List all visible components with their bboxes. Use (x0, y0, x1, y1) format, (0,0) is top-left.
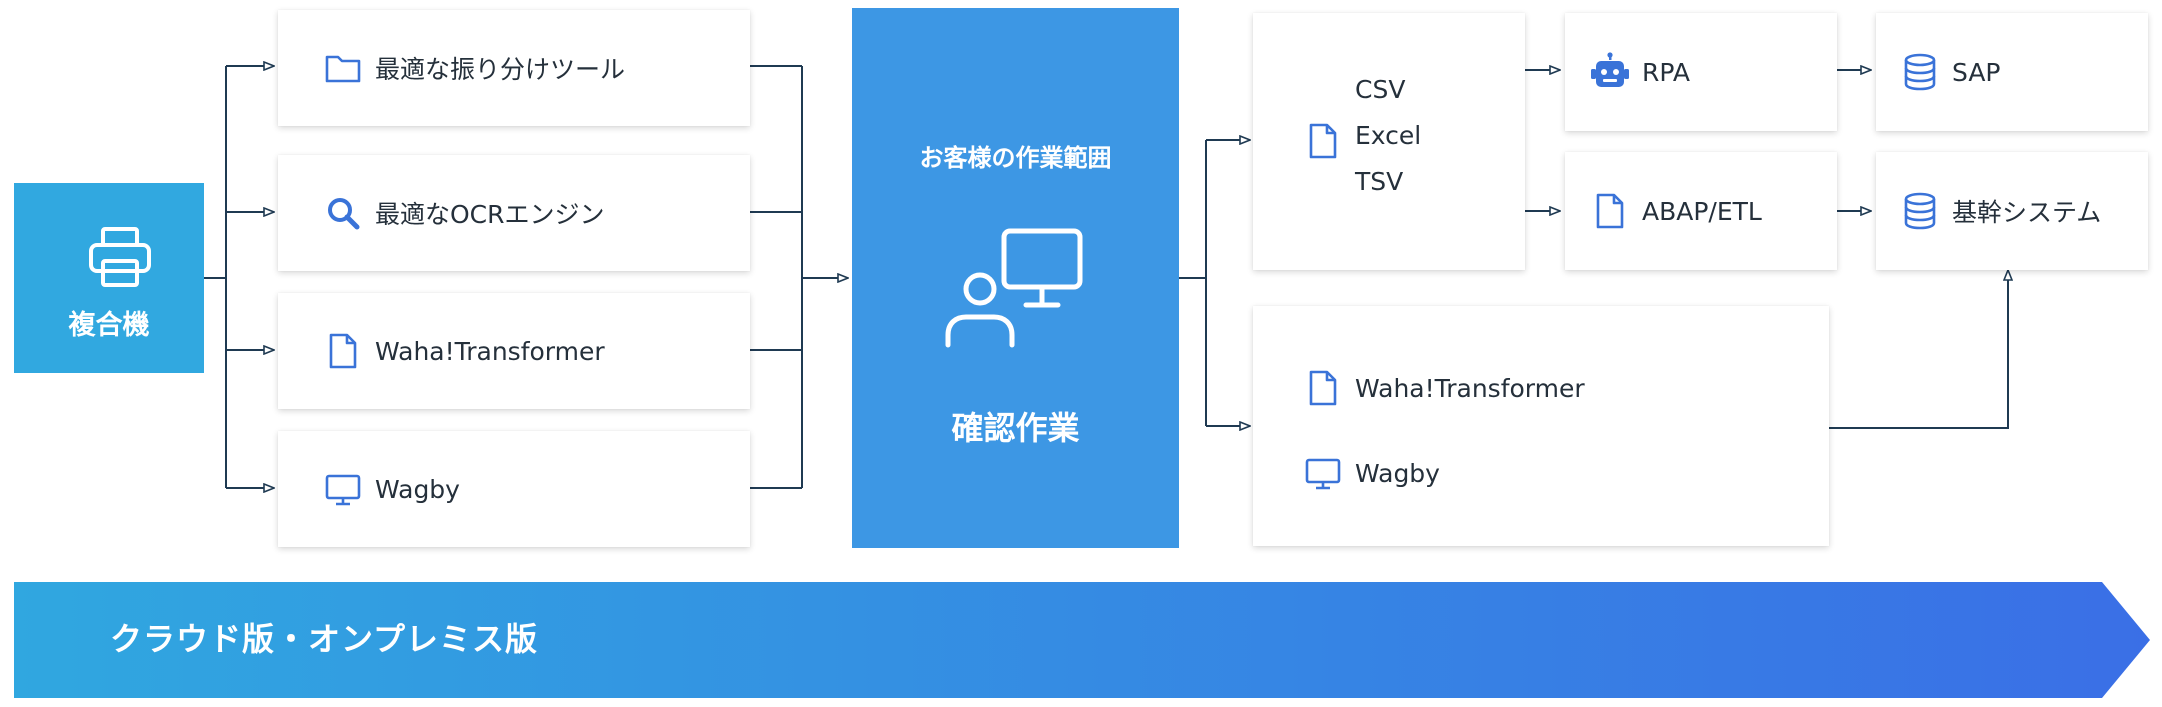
core-system-label: 基幹システム (1952, 198, 2102, 227)
search-icon (323, 193, 363, 233)
output-rpa: RPA (1565, 13, 1837, 131)
input-option-label: 最適な振り分けツール (375, 55, 626, 84)
sap-label: SAP (1952, 57, 2001, 87)
output-sap: SAP (1876, 13, 2148, 131)
input-option-label: Waha!Transformer (375, 336, 605, 366)
input-option-wagby: Wagby (278, 431, 750, 547)
document-icon (323, 331, 363, 371)
abap-etl-label: ABAP/ETL (1642, 196, 1762, 226)
document-icon (1590, 191, 1630, 231)
source-node: 複合機 (14, 183, 204, 373)
document-icon (1303, 121, 1343, 161)
format-csv: CSV (1355, 75, 1406, 104)
user-monitor-icon (944, 223, 1094, 357)
source-label: 複合機 (68, 310, 150, 341)
direct-waha-label: Waha!Transformer (1355, 373, 1585, 403)
folder-icon (323, 48, 363, 88)
input-option-label: Wagby (375, 474, 460, 504)
database-icon (1900, 191, 1940, 231)
printer-icon (87, 225, 153, 295)
monitor-icon (323, 469, 363, 509)
rpa-label: RPA (1642, 57, 1690, 87)
robot-icon (1590, 52, 1630, 92)
input-option-waha-transformer: Waha!Transformer (278, 293, 750, 409)
direct-wagby-label: Wagby (1355, 458, 1440, 488)
input-option-sorting-tool: 最適な振り分けツール (278, 10, 750, 126)
deployment-banner (14, 582, 2150, 698)
output-abap-etl: ABAP/ETL (1565, 152, 1837, 270)
output-formats: CSV Excel TSV (1253, 13, 1525, 270)
input-option-label: 最適なOCRエンジン (375, 200, 605, 229)
output-core-system: 基幹システム (1876, 152, 2148, 270)
database-icon (1900, 52, 1940, 92)
deployment-banner-label: クラウド版・オンプレミス版 (110, 620, 539, 658)
document-icon (1303, 368, 1343, 408)
confirmation-work-label: 確認作業 (951, 409, 1080, 447)
monitor-icon (1303, 453, 1343, 493)
format-excel: Excel (1355, 121, 1422, 150)
format-tsv: TSV (1355, 167, 1404, 196)
input-option-ocr-engine: 最適なOCRエンジン (278, 155, 750, 271)
output-direct: Waha!Transformer Wagby (1253, 306, 1829, 546)
customer-scope-label: お客様の作業範囲 (919, 144, 1112, 172)
customer-scope-node: お客様の作業範囲 確認作業 (852, 8, 1179, 548)
